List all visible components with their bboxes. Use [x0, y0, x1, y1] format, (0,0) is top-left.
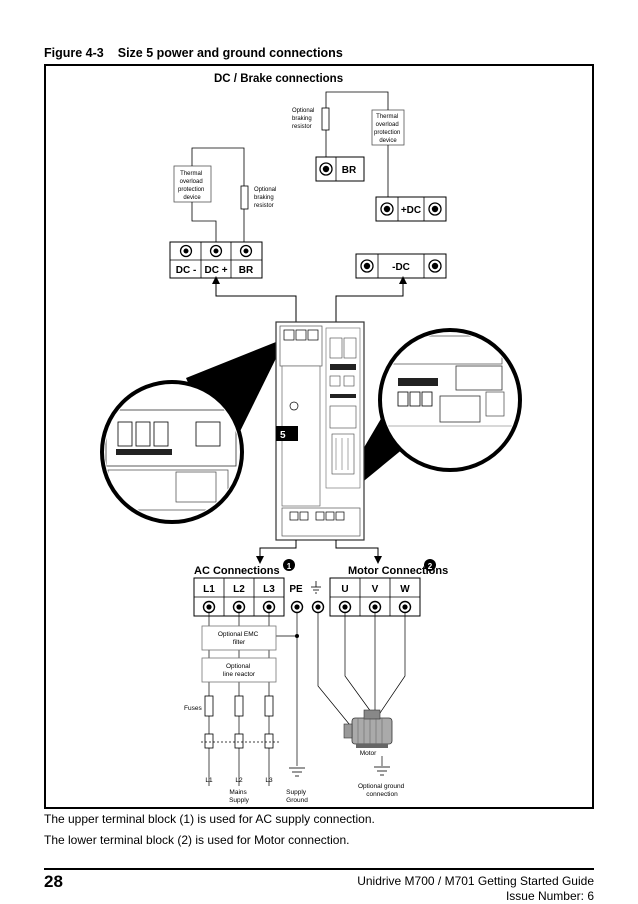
fuses [204, 695, 274, 717]
ac-connections-title: AC Connections [194, 565, 280, 577]
terminal-l1: L1 [203, 584, 215, 595]
supply-l1: L1 [205, 777, 213, 784]
footer-rule [44, 868, 594, 870]
motor-icon [343, 709, 393, 748]
motor-wiring [317, 613, 406, 766]
pe-label: PE [289, 584, 303, 595]
motor-connections-title: Motor Connections [348, 565, 448, 577]
emc-filter-box [201, 625, 277, 651]
terminal-l3: L3 [263, 584, 275, 595]
dc-brake-title: DC / Brake connections [214, 73, 343, 85]
left-dc-group: Thermal overload protection device Optio… [169, 147, 278, 279]
terminal-l2: L2 [233, 584, 245, 595]
drive-unit: 5 [275, 321, 365, 541]
right-braking-resistor [321, 107, 330, 131]
motor-label: Motor [360, 750, 377, 757]
figure-title: Size 5 power and ground connections [117, 46, 343, 60]
figure-frame: DC / Brake connections Thermal overload … [44, 64, 594, 809]
terminal-v: V [372, 584, 379, 595]
terminal-plus-dc: +DC [401, 205, 421, 216]
line-reactor-label: Optional line reactor [223, 663, 256, 678]
right-thermal-label: Thermal overload protection device [374, 114, 402, 144]
left-thermal-box [173, 165, 212, 203]
ac-terminal-block: L1 L2 L3 [193, 577, 285, 617]
power-ground-diagram: DC / Brake connections Thermal overload … [100, 73, 522, 804]
supply-l3: L3 [265, 777, 273, 784]
terminal-dc-minus: DC - [176, 265, 197, 276]
body-line-2: The lower terminal block (2) is used for… [44, 833, 350, 847]
supply-ground-label: Supply Ground [286, 789, 308, 804]
right-resistor-label: Optional braking resistor [292, 108, 316, 130]
mains-supply-label: Mains Supply [229, 789, 250, 804]
supply-ground-icon [289, 767, 305, 777]
optional-ground-label: Optional ground connection [358, 783, 406, 798]
figure-caption: Figure 4-3 Size 5 power and ground connec… [44, 46, 343, 60]
left-magnified-view [100, 380, 244, 524]
isolator-switch [201, 733, 279, 749]
optional-ground-icon [374, 766, 390, 776]
guide-title: Unidrive M700 / M701 Getting Started Gui… [357, 874, 594, 888]
terminal-dc-plus: DC + [204, 265, 227, 276]
earth-icon [311, 581, 321, 594]
left-braking-resistor [240, 185, 249, 210]
right-dc-group: Optional braking resistor Thermal overlo… [292, 91, 447, 279]
issue-number: Issue Number: 6 [505, 889, 594, 903]
left-resistor-label: Optional braking resistor [254, 187, 278, 209]
fuses-label: Fuses [184, 705, 202, 712]
supply-l2: L2 [235, 777, 243, 784]
right-magnified-view [378, 328, 522, 472]
line-reactor-box [201, 657, 277, 683]
motor-terminal-block: U V W [329, 577, 421, 617]
body-line-1: The upper terminal block (1) is used for… [44, 812, 375, 826]
terminal-w: W [400, 584, 410, 595]
motor-badge: 2 [428, 562, 433, 571]
terminal-u: U [341, 584, 348, 595]
terminal-br-right: BR [342, 165, 357, 176]
drive-size-badge: 5 [280, 430, 286, 441]
terminal-br: BR [239, 265, 254, 276]
ac-badge: 1 [287, 562, 292, 571]
page-number: 28 [44, 872, 63, 891]
emc-filter-label: Optional EMC filter [218, 631, 260, 646]
terminal-minus-dc: -DC [392, 262, 410, 273]
left-thermal-label: Thermal overload protection device [178, 171, 206, 201]
figure-number: Figure 4-3 [44, 46, 104, 60]
